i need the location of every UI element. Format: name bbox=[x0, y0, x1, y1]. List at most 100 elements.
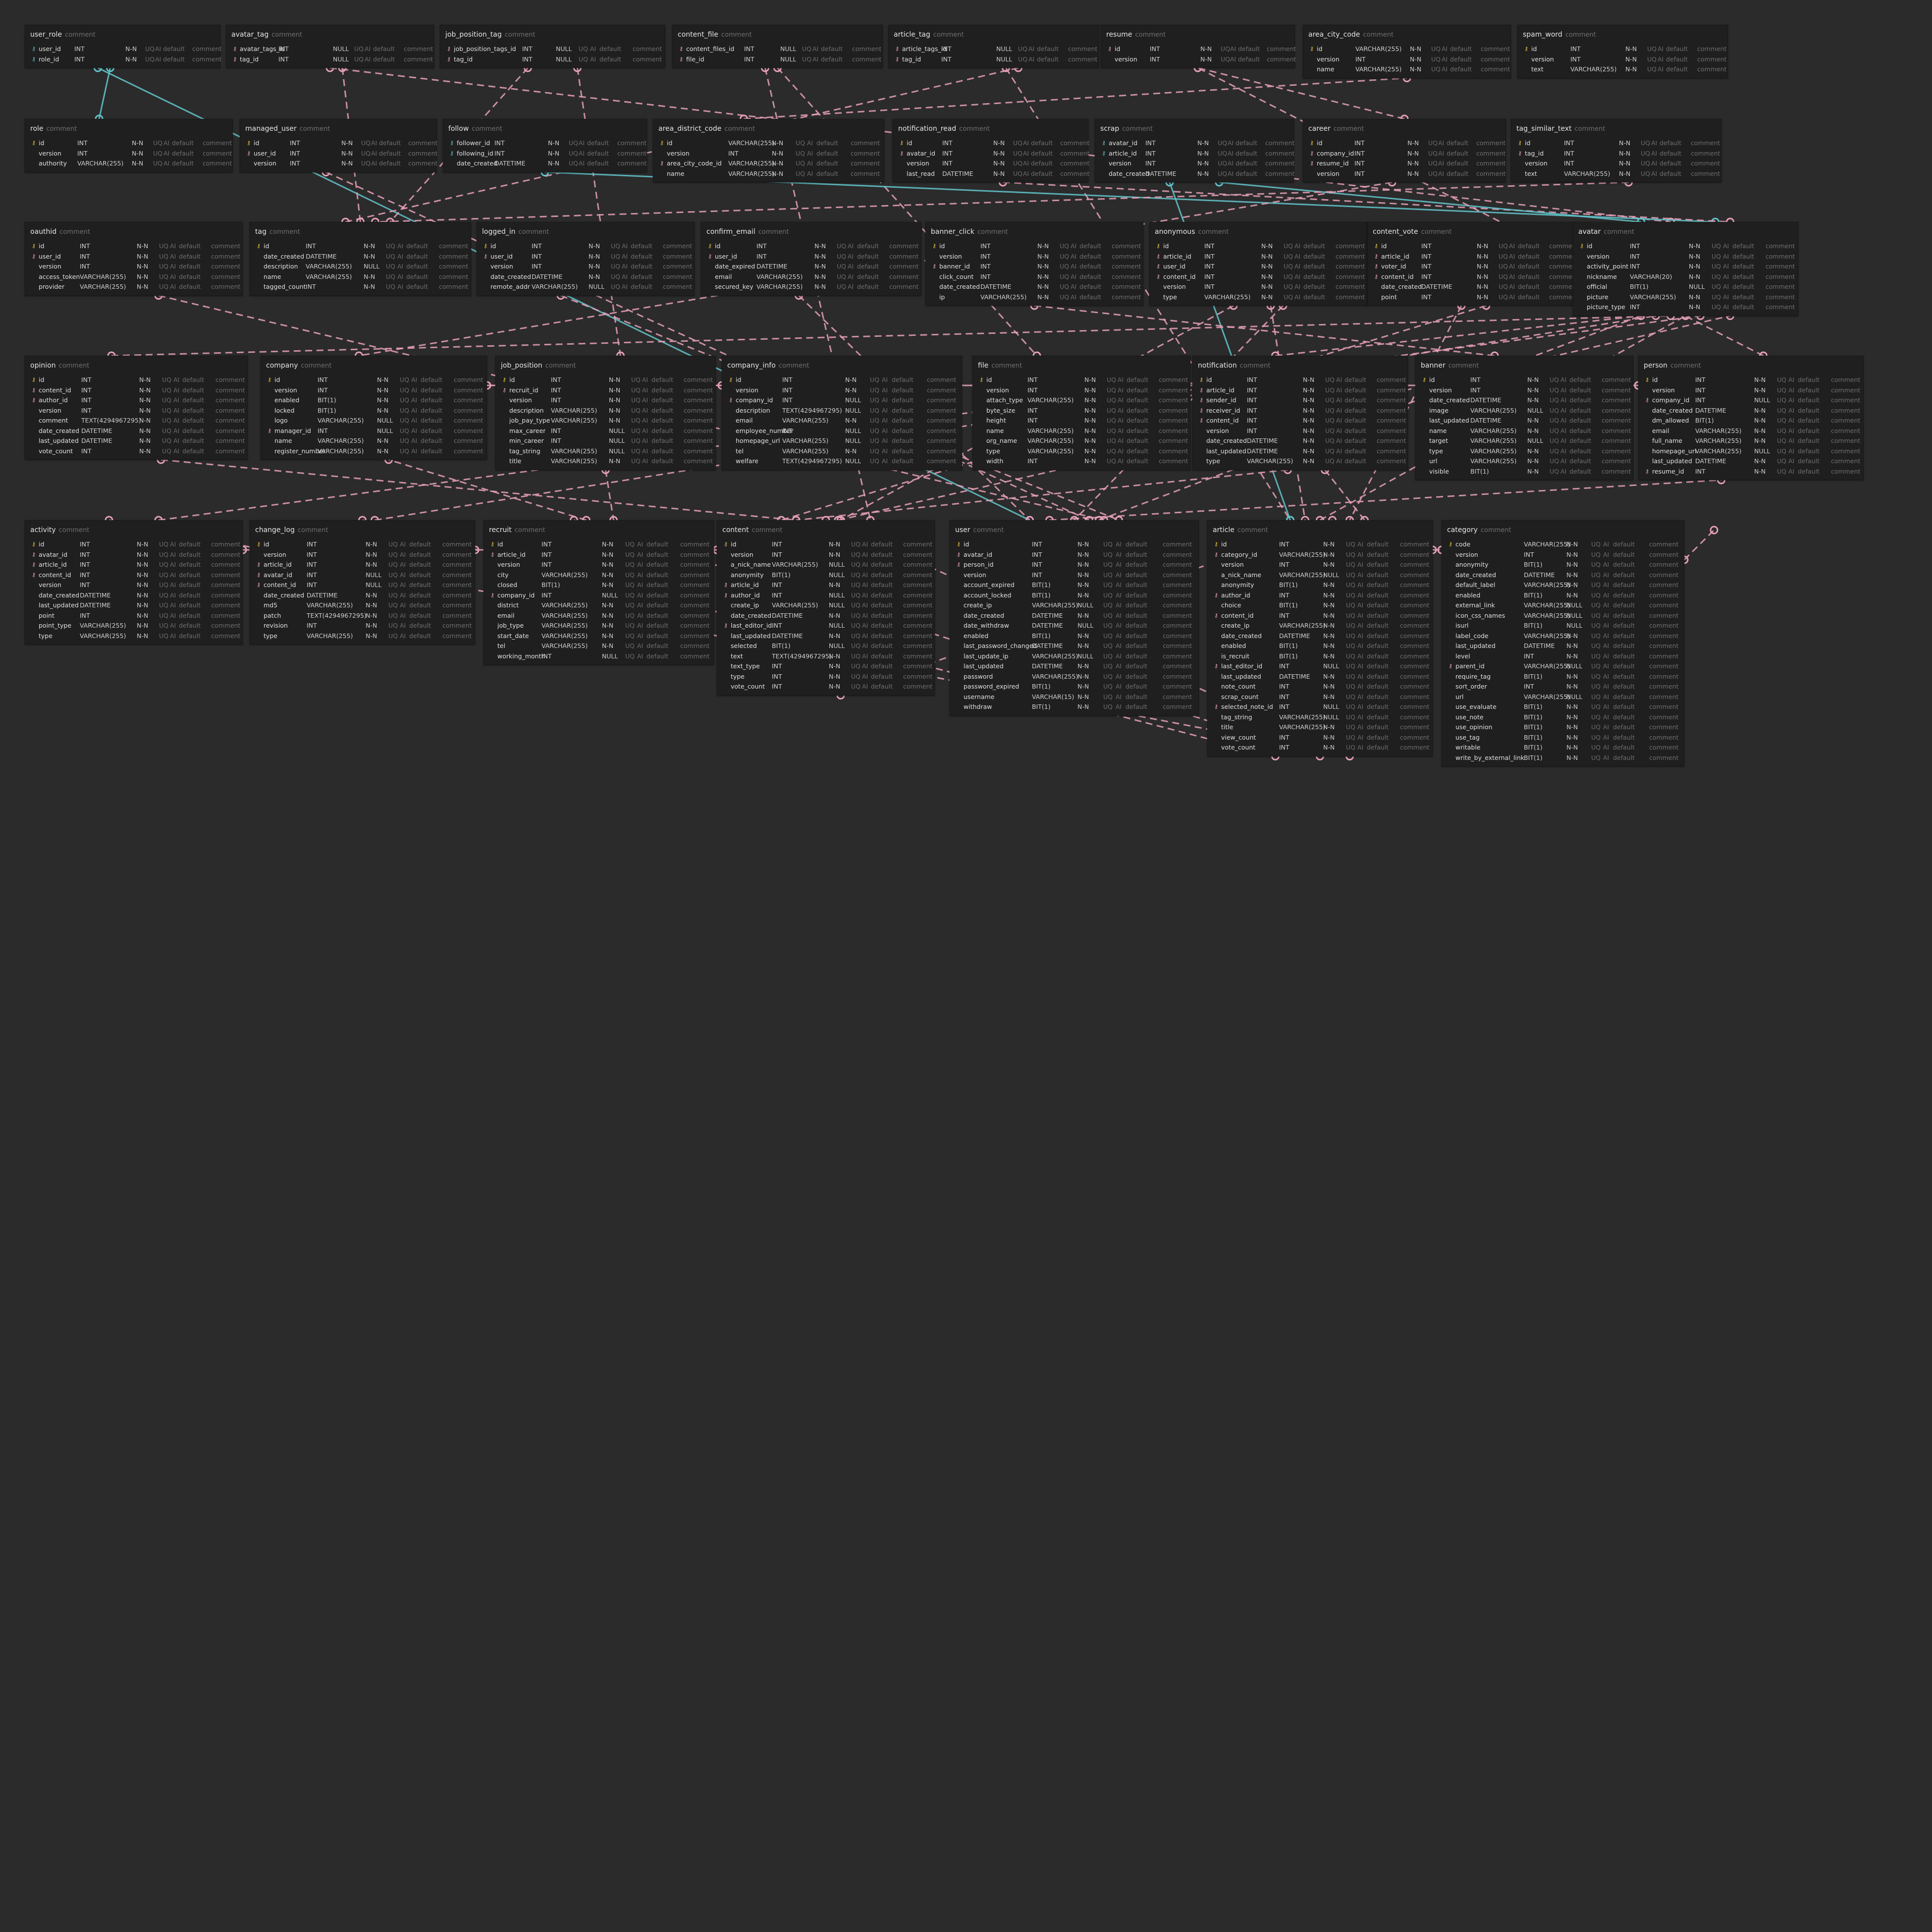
table-comment[interactable]: comment bbox=[518, 228, 549, 236]
table-comment[interactable]: comment bbox=[933, 31, 964, 39]
table-comment[interactable]: comment bbox=[758, 228, 789, 236]
table-name[interactable]: area_district_code bbox=[658, 125, 722, 133]
table-name[interactable]: tag_similar_text bbox=[1516, 125, 1572, 133]
table-name[interactable]: article bbox=[1213, 526, 1234, 534]
table-name[interactable]: avatar_tag bbox=[231, 31, 269, 39]
table-name[interactable]: follow bbox=[448, 125, 469, 133]
relationship-line[interactable] bbox=[796, 469, 1288, 521]
relationship-line[interactable] bbox=[744, 77, 1407, 120]
relationship-line[interactable] bbox=[1049, 479, 1721, 521]
table-comment[interactable]: comment bbox=[1363, 31, 1394, 39]
table-name[interactable]: role bbox=[30, 125, 44, 133]
table-name[interactable]: resume bbox=[1106, 31, 1132, 39]
table-name[interactable]: change_log bbox=[255, 526, 295, 534]
table-comment[interactable]: comment bbox=[504, 31, 536, 39]
relationship-line[interactable] bbox=[777, 67, 1038, 357]
table-comment[interactable]: comment bbox=[65, 31, 96, 39]
table-comment[interactable]: comment bbox=[58, 362, 90, 370]
table-comment[interactable]: comment bbox=[1480, 527, 1511, 534]
table-comment[interactable]: comment bbox=[1198, 228, 1229, 236]
table-name[interactable]: content_file bbox=[678, 31, 718, 39]
table-name[interactable]: recruit bbox=[489, 526, 512, 534]
table-name[interactable]: article_tag bbox=[894, 31, 930, 39]
